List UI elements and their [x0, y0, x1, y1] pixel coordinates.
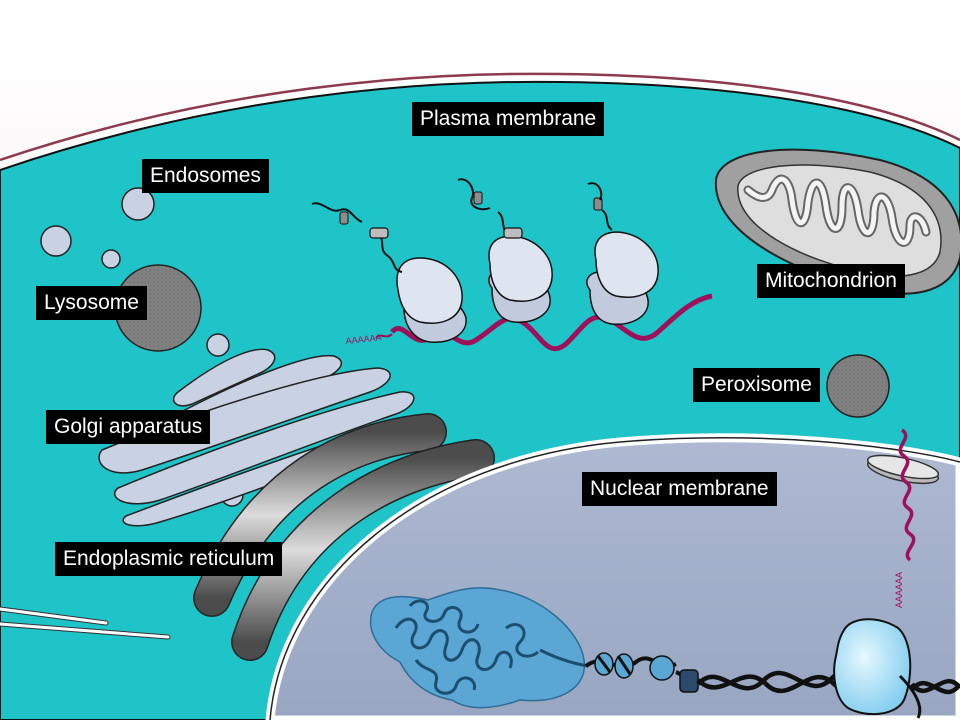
ribosome-2 [457, 178, 553, 323]
polysome: AAAAAA [311, 178, 713, 352]
label-golgi-apparatus: Golgi apparatus [46, 410, 211, 444]
label-lysosome: Lysosome [36, 286, 147, 320]
mitochondrion [714, 148, 960, 295]
nucleosomes [584, 652, 699, 693]
label-mitochondrion: Mitochondrion [757, 264, 905, 298]
label-plasma-membrane: Plasma membrane [412, 102, 605, 136]
exporting-mrna [898, 428, 916, 562]
peroxisome [826, 354, 890, 418]
ribosome-3 [586, 182, 659, 325]
nuclear-membrane [269, 437, 960, 720]
cytoplasmic-polya-tail: AAAAAA [345, 332, 382, 346]
label-endoplasmic-reticulum: Endoplasmic reticulum [55, 542, 283, 576]
plasma-membrane-inner-line [0, 72, 960, 162]
label-nuclear-membrane: Nuclear membrane [582, 472, 777, 506]
label-peroxisome: Peroxisome [693, 368, 820, 402]
rna-polymerase [833, 618, 922, 719]
chromatin [369, 587, 589, 709]
microtubules [0, 606, 171, 640]
label-endosomes: Endosomes [142, 159, 269, 193]
nuclear-polya-tail: AAAAAA [894, 572, 904, 608]
ribosome-1 [311, 202, 467, 343]
endoplasmic-reticulum [193, 413, 495, 661]
